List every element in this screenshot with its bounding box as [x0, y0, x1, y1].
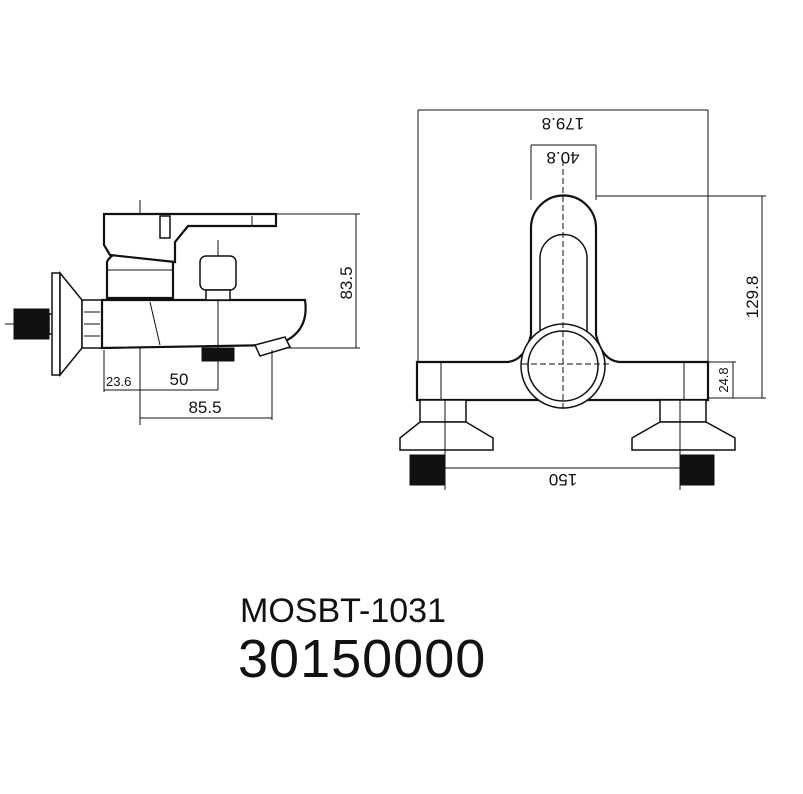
- dim-spout-width: 40.8: [546, 148, 579, 167]
- dim-centers: 150: [549, 470, 577, 489]
- diverter-knob: [199, 255, 237, 291]
- dim-width: 179.8: [542, 114, 585, 133]
- dim-offset: 23.6: [106, 374, 131, 389]
- aerator: [201, 347, 235, 362]
- wall-flange: [51, 272, 61, 376]
- dim-spacing: 50: [170, 370, 189, 389]
- product-code: 30150000: [238, 629, 487, 689]
- right-inlet-connector: [679, 454, 715, 486]
- side-view: 83.5 23.6 50 85.5: [5, 200, 360, 425]
- model-number: MOSBT-1031: [240, 592, 446, 630]
- front-view: 179.8 40.8 129.8 24.8 150: [399, 109, 766, 490]
- dim-base-height: 24.8: [716, 367, 731, 392]
- dim-height-side: 83.5: [337, 266, 356, 299]
- diverter-tab: [253, 336, 292, 357]
- dim-depth: 85.5: [188, 398, 221, 417]
- dim-height-front: 129.8: [743, 276, 762, 319]
- left-inlet-connector: [409, 454, 446, 486]
- inlet-connector: [13, 308, 50, 340]
- lever-handle: [102, 212, 278, 264]
